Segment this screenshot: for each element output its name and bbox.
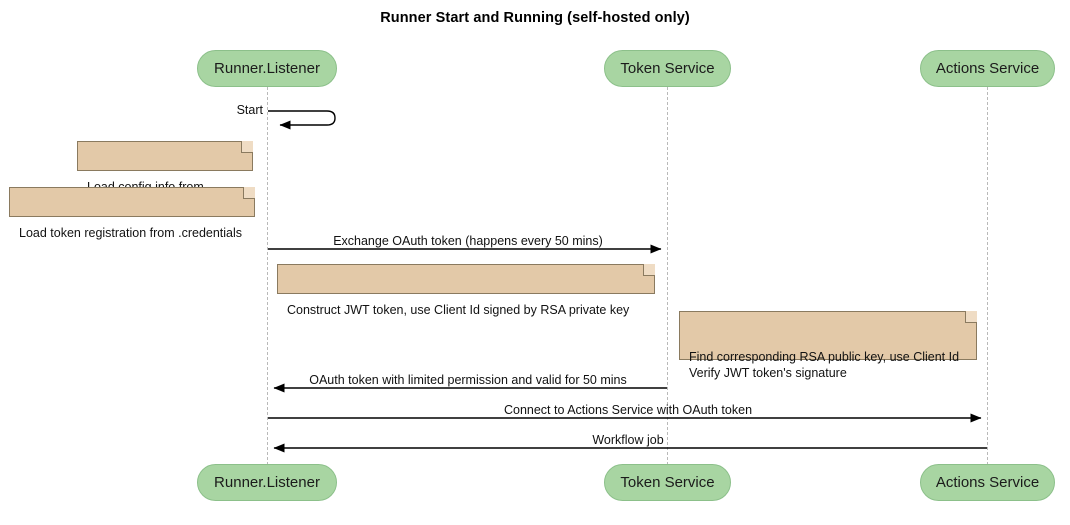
- participant-actions-bottom[interactable]: Actions Service: [920, 464, 1055, 501]
- participant-label: Token Service: [620, 60, 715, 77]
- participant-label: Token Service: [620, 474, 715, 491]
- participant-label: Runner.Listener: [214, 474, 320, 491]
- note-load-token-registration: Load token registration from .credential…: [9, 187, 255, 240]
- message-label-exchange-oauth: Exchange OAuth token (happens every 50 m…: [333, 234, 603, 248]
- message-label-workflow-job: Workflow job: [592, 433, 664, 447]
- note-load-config: Load config info from .runner: [77, 141, 253, 210]
- note-fold-corner-icon: [643, 264, 655, 276]
- diagram-title: Runner Start and Running (self-hosted on…: [380, 10, 690, 26]
- participant-actions-top[interactable]: Actions Service: [920, 50, 1055, 87]
- note-verify-jwt: Find corresponding RSA public key, use C…: [679, 311, 977, 380]
- note-fold-corner-icon: [965, 311, 977, 323]
- arrow-start: [268, 110, 336, 130]
- participant-runner-bottom[interactable]: Runner.Listener: [197, 464, 337, 501]
- note-fold-corner-icon: [243, 187, 255, 199]
- participant-label: Actions Service: [935, 60, 1040, 77]
- note-text: Construct JWT token, use Client Id signe…: [287, 303, 630, 317]
- participant-label: Actions Service: [935, 474, 1040, 491]
- participant-label: Runner.Listener: [214, 60, 320, 77]
- participant-runner-top[interactable]: Runner.Listener: [197, 50, 337, 87]
- note-text: Load token registration from .credential…: [19, 226, 243, 240]
- note-text: Find corresponding RSA public key, use C…: [689, 350, 960, 380]
- participant-token-top[interactable]: Token Service: [604, 50, 731, 87]
- note-construct-jwt: Construct JWT token, use Client Id signe…: [277, 264, 655, 317]
- message-label-oauth-return: OAuth token with limited permission and …: [309, 373, 627, 387]
- lifeline-actions: [987, 87, 988, 465]
- note-fold-corner-icon: [241, 141, 253, 153]
- message-label-connect-actions: Connect to Actions Service with OAuth to…: [503, 403, 753, 417]
- lifeline-token: [667, 87, 668, 465]
- participant-token-bottom[interactable]: Token Service: [604, 464, 731, 501]
- lifeline-runner: [267, 87, 268, 465]
- message-label-start: Start: [236, 103, 263, 117]
